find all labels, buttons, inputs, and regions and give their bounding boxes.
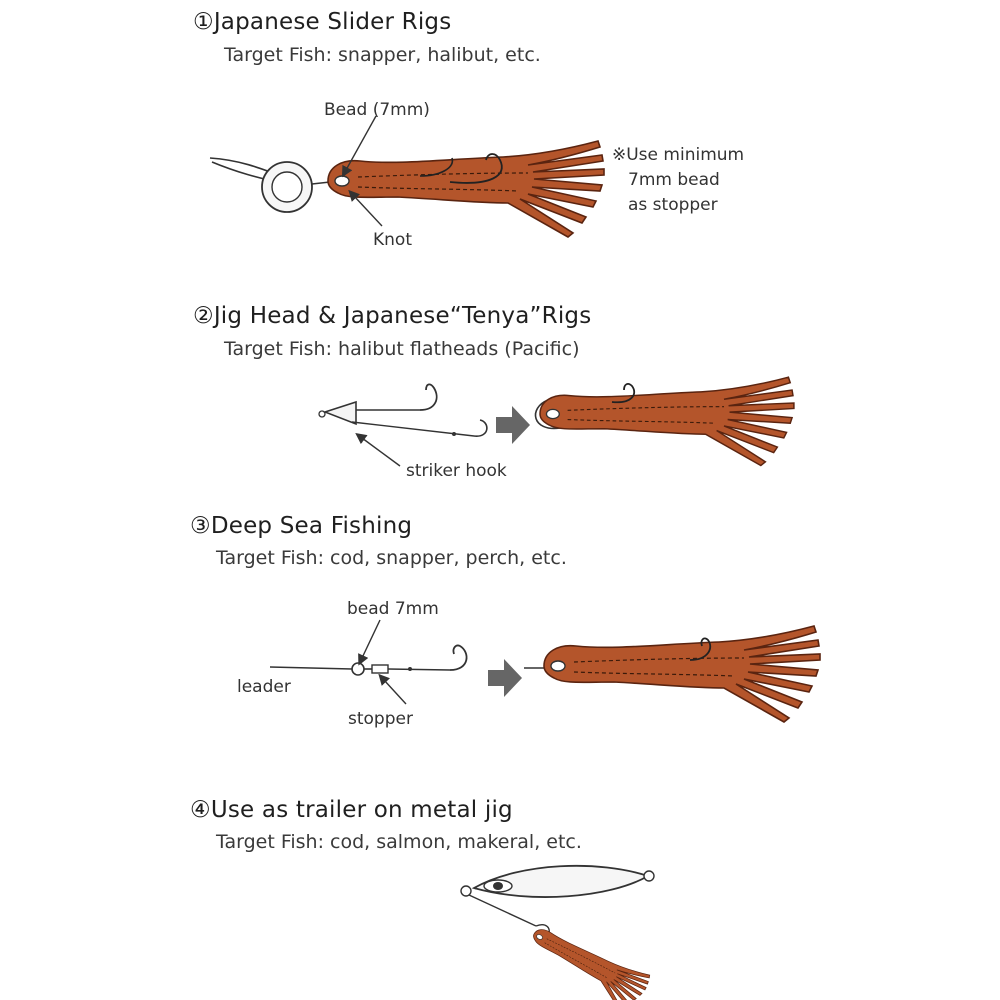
section-3-title: ③Deep Sea Fishing bbox=[190, 513, 413, 539]
stopper-label: stopper bbox=[348, 709, 413, 729]
striker-hook-label: striker hook bbox=[406, 461, 507, 481]
section-4-subtitle: Target Fish: cod, salmon, makeral, etc. bbox=[216, 831, 582, 853]
section-4-title: ④Use as trailer on metal jig bbox=[190, 797, 513, 823]
striker-hook-icon bbox=[473, 419, 488, 437]
section-1-subtitle: Target Fish: snapper, halibut, etc. bbox=[224, 44, 541, 66]
stopper-icon bbox=[371, 664, 389, 674]
arrow-icon bbox=[496, 406, 530, 444]
stopper-note: ※Use minimum 7mm bead as stopper bbox=[612, 143, 772, 218]
section-1-title: ①Japanese Slider Rigs bbox=[193, 9, 452, 35]
deep-sea-rig-drawing bbox=[269, 619, 821, 723]
knot-label: Knot bbox=[373, 230, 412, 250]
section-3-subtitle: Target Fish: cod, snapper, perch, etc. bbox=[216, 547, 567, 569]
jig-head-rig-drawing bbox=[318, 376, 795, 467]
metal-jig-drawing bbox=[460, 864, 655, 1000]
slider-rig-drawing bbox=[209, 115, 605, 238]
note-line-2: 7mm bead bbox=[628, 170, 720, 190]
bead-7mm-label: bead 7mm bbox=[347, 599, 439, 619]
leader-label: leader bbox=[237, 677, 291, 697]
bead-label: Bead (7mm) bbox=[324, 100, 430, 120]
note-line-1: ※Use minimum bbox=[612, 145, 745, 165]
section-2-subtitle: Target Fish: halibut flatheads (Pacific) bbox=[224, 338, 580, 360]
hook-icon bbox=[449, 644, 468, 671]
arrow-icon bbox=[488, 659, 522, 697]
note-line-3: as stopper bbox=[628, 195, 718, 215]
section-2-title: ②Jig Head & Japanese“Tenya”Rigs bbox=[193, 303, 592, 329]
main-hook-icon bbox=[419, 383, 438, 411]
jig-head bbox=[322, 400, 357, 426]
leader-line bbox=[269, 666, 353, 670]
bead-icon bbox=[351, 662, 365, 676]
hook-icon bbox=[449, 153, 503, 184]
